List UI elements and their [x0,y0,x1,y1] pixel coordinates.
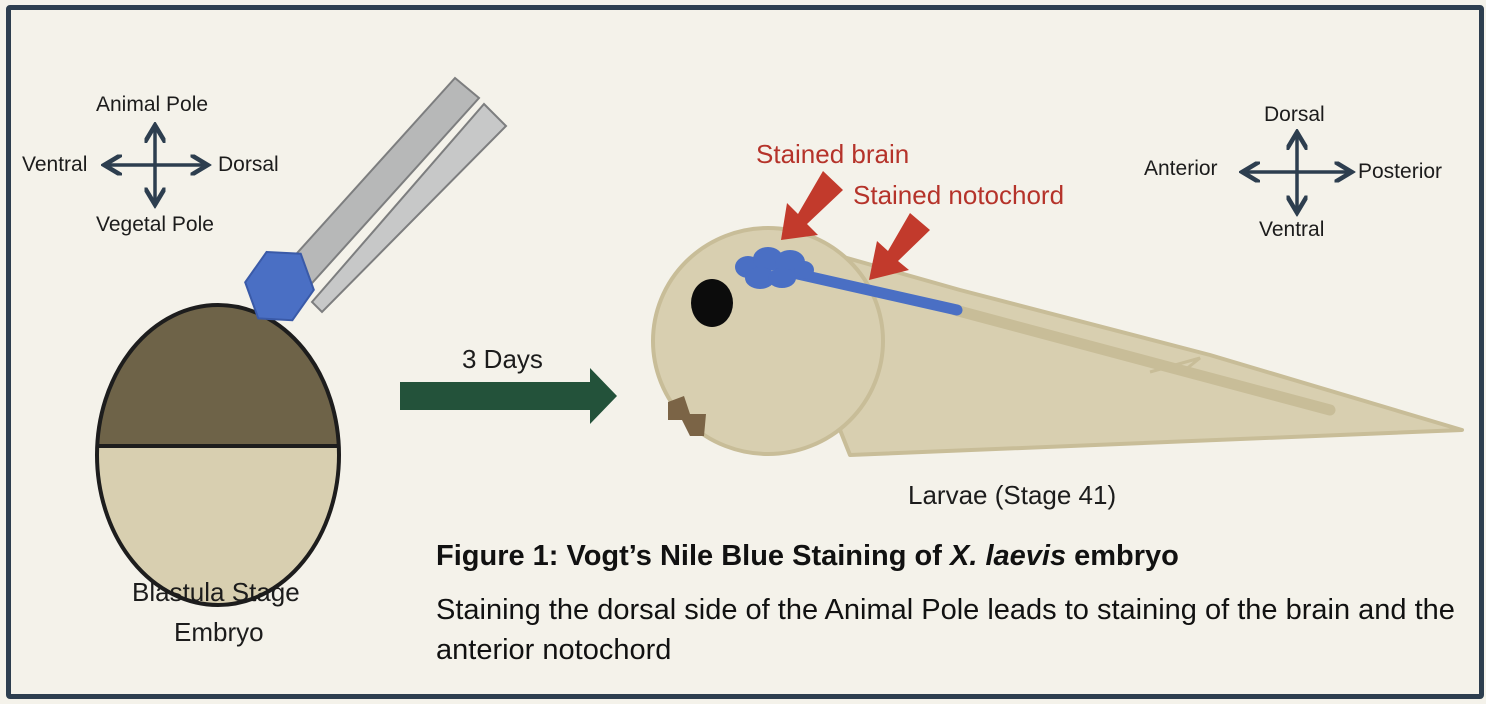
animal-pole-label: Animal Pole [96,93,209,116]
figure-title-prefix: Figure 1: Vogt’s Nile Blue Staining of [436,540,950,572]
figure-title-species: X. laevis [949,540,1067,572]
annotation-arrow-notochord [869,213,930,280]
embryo-label-line1: Blastula Stage [132,577,300,607]
figure-title-suffix: embryo [1066,540,1179,572]
figure-title: Figure 1: Vogt’s Nile Blue Staining of X… [436,540,1179,573]
larva-label: Larvae (Stage 41) [908,480,1117,510]
stained-notochord-label: Stained notochord [853,180,1065,210]
ventral-label-left: Ventral [22,153,88,176]
dorsal-label-right: Dorsal [1264,103,1325,126]
right-compass-arrows [1244,134,1350,211]
nile-blue-chip [244,250,315,322]
posterior-label: Posterior [1358,160,1443,183]
anterior-label: Anterior [1144,157,1218,180]
vegetal-pole-label: Vegetal Pole [96,213,214,236]
stained-brain-label: Stained brain [756,139,910,169]
figure-caption: Staining the dorsal side of the Animal P… [436,594,1455,666]
larva [651,226,1464,457]
embryo-label-line2: Embryo [174,617,264,647]
dorsal-label-left: Dorsal [218,153,279,176]
ventral-label-right: Ventral [1259,218,1325,241]
annotation-arrow-brain [781,171,843,240]
blastula-embryo [95,303,341,607]
forceps-icon [278,76,508,314]
time-label: 3 Days [462,344,543,374]
larva-eye [691,279,733,327]
left-compass-arrows [106,127,206,203]
time-arrow [400,368,617,424]
